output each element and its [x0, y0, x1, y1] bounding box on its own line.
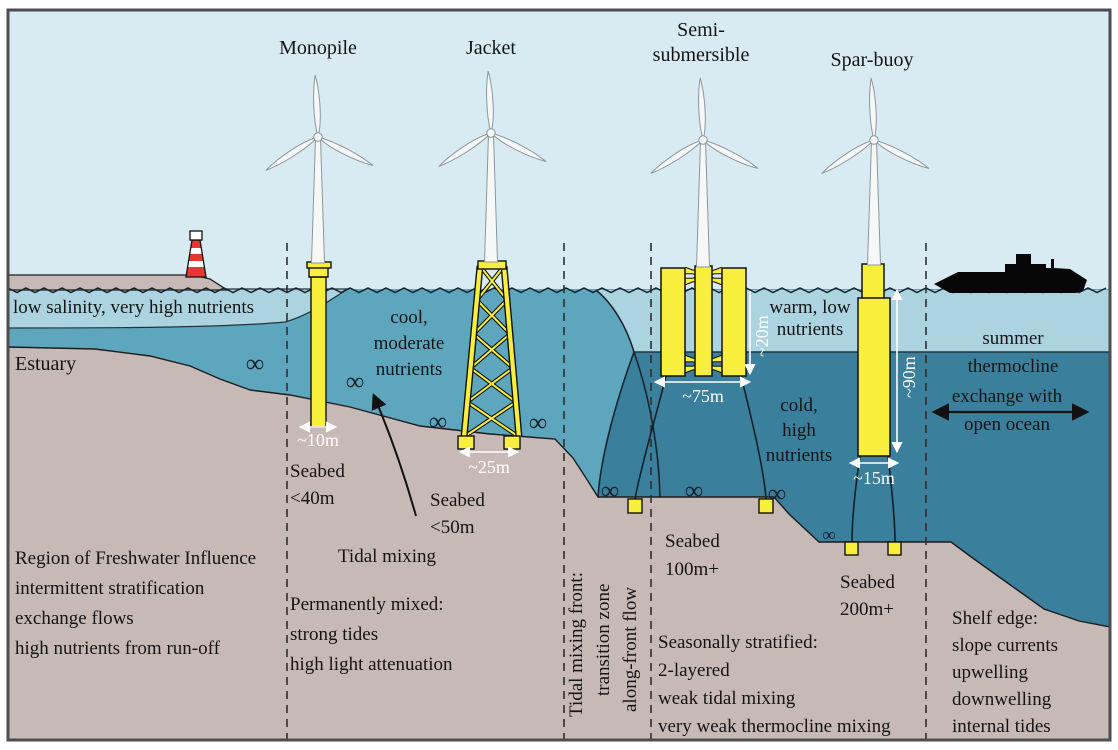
jacket-turbine [436, 70, 549, 263]
seabed [7, 346, 1111, 741]
semi-submersible-foundation [660, 265, 747, 377]
waterline-waves [7, 287, 1107, 294]
anchor-blocks [627, 498, 902, 556]
jacket-foundation [457, 260, 523, 450]
semi-submersible-turbine [648, 77, 761, 268]
ship-icon [934, 254, 1087, 293]
monopile-turbine [263, 74, 376, 264]
tidal-front-left-curve [597, 351, 635, 498]
tidal-front-upper-curve [595, 289, 635, 353]
monopile-foundation [306, 261, 332, 428]
estuary-surface-layer [7, 288, 351, 329]
tidal-mixing-pointer-arrow [371, 393, 417, 517]
zone-boundary-dashed-lines [286, 243, 927, 739]
diagram-border [6, 8, 1112, 742]
dimension-lines [298, 288, 903, 469]
spar-buoy-turbine [819, 77, 932, 266]
spar-buoy-foundation [857, 263, 891, 457]
lighthouse-icon [185, 230, 207, 278]
